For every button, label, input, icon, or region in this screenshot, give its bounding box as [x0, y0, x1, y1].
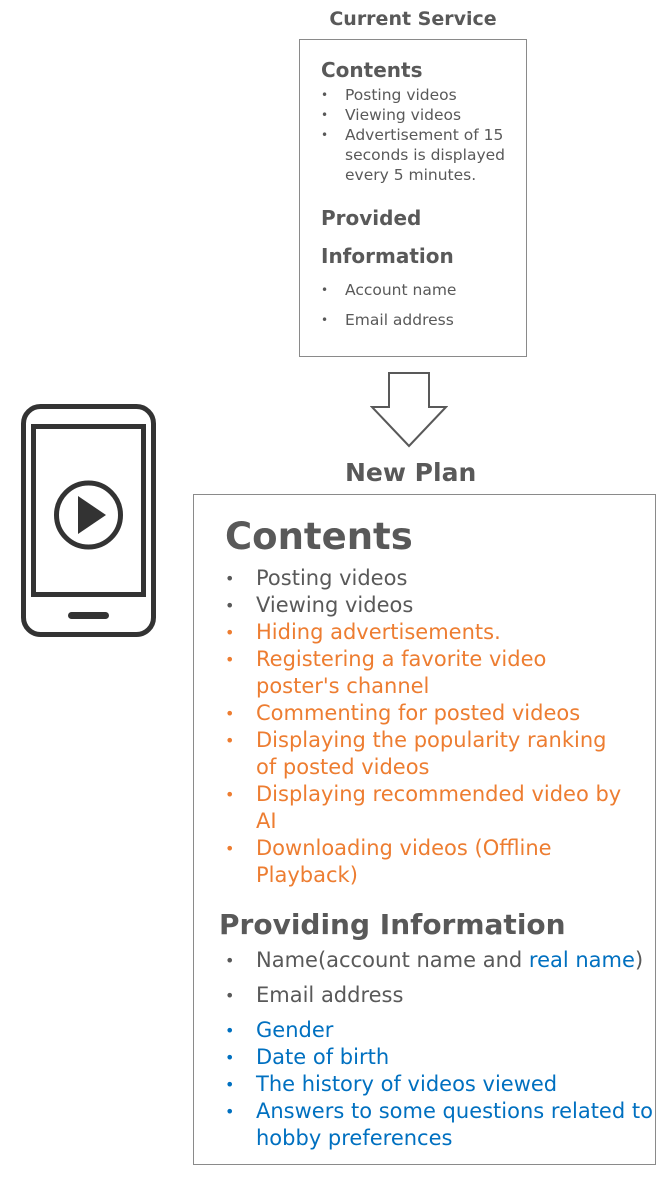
list-item: Commenting for posted videos	[225, 700, 650, 727]
new-contents-heading: Contents	[225, 515, 413, 558]
name-item-highlight: real name	[528, 948, 635, 972]
list-item: Email address	[225, 982, 650, 1009]
current-provided-heading-line1: Provided	[321, 206, 422, 230]
current-contents-heading: Contents	[321, 58, 423, 82]
list-item: Hiding advertisements.	[225, 619, 650, 646]
current-provided-list: Account name Email address	[321, 275, 521, 335]
current-service-box: Contents Posting videos Viewing videos A…	[299, 39, 527, 357]
name-item-prefix: Name(account name and	[256, 948, 529, 972]
list-item: Viewing videos	[321, 105, 521, 125]
list-item: Displaying recommended video by AI	[225, 781, 646, 835]
list-item: Email address	[321, 305, 521, 335]
new-providing-list: Name(account name and real name) Email a…	[225, 947, 653, 1152]
list-item: Downloading videos (Offline Playback)	[225, 835, 566, 889]
list-item: Viewing videos	[225, 592, 650, 619]
list-item: Gender	[225, 1017, 650, 1044]
list-item: Posting videos	[321, 85, 521, 105]
down-arrow-icon	[370, 372, 448, 448]
current-contents-list: Posting videos Viewing videos Advertisem…	[321, 85, 521, 185]
current-service-title: Current Service	[329, 8, 497, 30]
list-item: Advertisement of 15 seconds is displayed…	[321, 125, 520, 185]
smartphone-play-icon	[21, 404, 156, 637]
new-providing-heading: Providing Information	[219, 908, 566, 941]
list-item: Account name	[321, 275, 521, 305]
list-item: Date of birth	[225, 1044, 650, 1071]
list-item: Posting videos	[225, 565, 650, 592]
list-item: Name(account name and real name)	[225, 947, 650, 974]
list-item: Answers to some questions related to hob…	[225, 1098, 656, 1152]
list-item: Registering a favorite video poster's ch…	[225, 646, 556, 700]
new-contents-list: Posting videos Viewing videos Hiding adv…	[225, 565, 650, 889]
new-plan-box: Contents Posting videos Viewing videos H…	[193, 494, 656, 1165]
list-item: The history of videos viewed	[225, 1071, 650, 1098]
list-item: Displaying the popularity ranking of pos…	[225, 727, 626, 781]
new-plan-title: New Plan	[345, 458, 477, 487]
current-provided-heading-line2: Information	[321, 244, 454, 268]
name-item-suffix: )	[634, 948, 644, 972]
